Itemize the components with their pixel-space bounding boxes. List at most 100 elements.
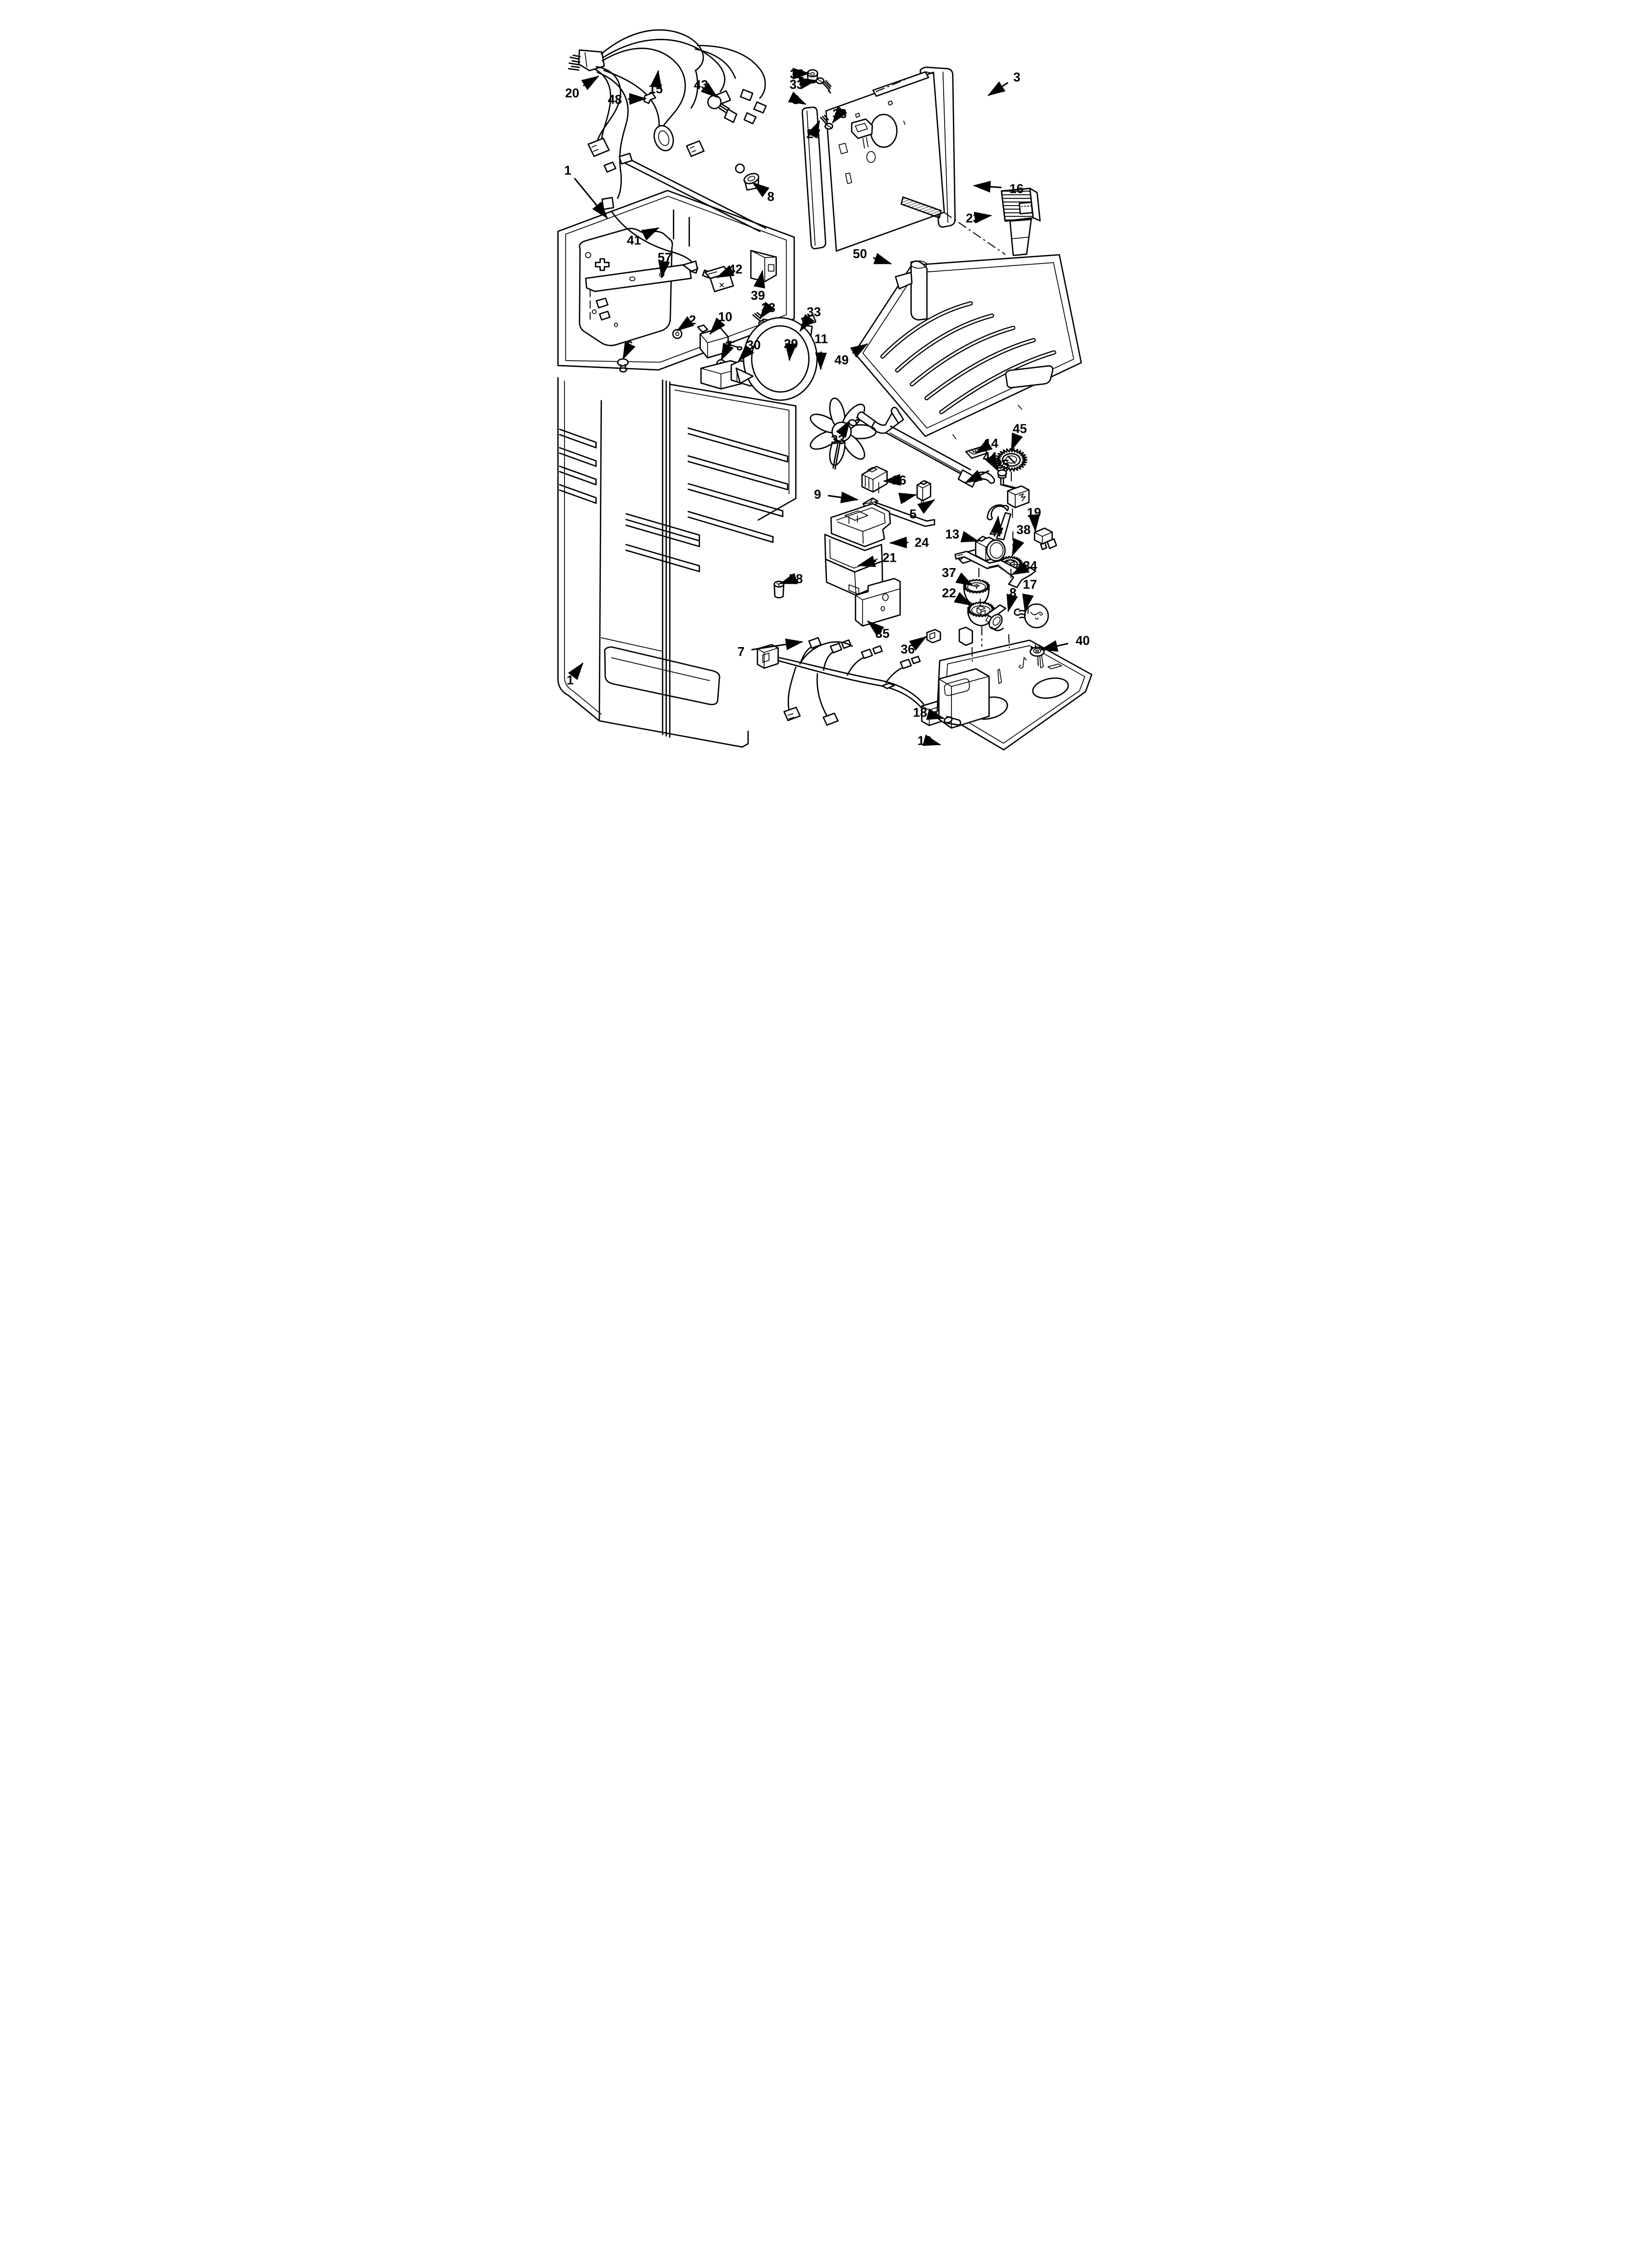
callout-26-34: 26	[883, 473, 906, 488]
leader-arrow	[987, 81, 1008, 96]
callout-8-50: 8	[1006, 585, 1018, 612]
drain-plug-58	[773, 580, 785, 599]
part-number-35: 35	[875, 626, 890, 641]
callout-33-28: 33	[831, 419, 850, 447]
callout-10-20: 10	[709, 309, 732, 335]
part-number-13: 13	[945, 527, 959, 542]
part-number-24: 24	[915, 535, 929, 549]
callout-43-2: 43	[694, 77, 718, 98]
callout-13-38: 13	[945, 527, 979, 543]
timer-cup-22	[967, 601, 995, 626]
leader-arrow	[574, 178, 608, 219]
part-number-41: 41	[627, 233, 641, 248]
part-number-26: 26	[892, 473, 906, 488]
part-number-34: 34	[1023, 558, 1037, 573]
part-number-10: 10	[718, 309, 732, 324]
fill-chute-50	[895, 260, 928, 321]
part-number-30: 30	[746, 338, 761, 352]
part-number-45: 45	[1013, 421, 1027, 436]
part-number-18: 18	[913, 705, 927, 720]
callout-45-31: 45	[1011, 421, 1027, 451]
leader-arrow	[827, 491, 859, 503]
part-number-38: 38	[1017, 522, 1031, 537]
leader-arrow	[964, 469, 989, 483]
callout-34-44: 34	[1011, 558, 1037, 575]
damper-motor-13	[954, 512, 1011, 566]
part-number-9: 9	[814, 487, 821, 502]
part-number-29: 29	[784, 336, 798, 351]
callout-4-35: 4	[898, 491, 917, 505]
light-bulb-17	[1014, 603, 1049, 628]
callout-50-12: 50	[853, 246, 892, 264]
leader-arrow	[799, 314, 815, 332]
leader-arrow	[917, 499, 935, 514]
defrost-timer-knob-45	[995, 447, 1028, 472]
callout-39-17: 39	[751, 270, 766, 303]
leader-arrow	[922, 734, 941, 746]
rear-panel-assembly	[801, 66, 1006, 255]
part-number-20: 20	[565, 85, 579, 100]
part-number-21: 21	[882, 550, 897, 565]
part-number-36: 36	[901, 642, 915, 656]
evaporator-fan	[810, 397, 877, 470]
callout-7-54: 7	[738, 638, 803, 659]
leader-arrow	[1011, 562, 1030, 575]
part-number-22: 22	[942, 586, 956, 600]
callout-23-11: 23	[966, 210, 992, 225]
leader-arrow	[751, 182, 770, 198]
callout-1-56: 1	[566, 662, 584, 687]
callout-8-18: 8	[751, 182, 774, 204]
part-number-15: 15	[649, 81, 663, 96]
leader-arrow	[751, 638, 803, 651]
callout-33-5: 33	[790, 77, 818, 92]
callout-38-43: 38	[1011, 522, 1031, 557]
callout-15-1: 15	[649, 70, 663, 96]
leader-arrow	[990, 516, 1002, 534]
callout-48-3: 48	[608, 92, 647, 107]
leader-arrow	[658, 260, 670, 279]
callout-37-45: 37	[942, 565, 974, 586]
back-vent-slats	[625, 513, 700, 573]
leader-arrow	[873, 253, 892, 264]
leader-arrow	[1011, 432, 1023, 451]
leader-arrow	[832, 105, 847, 124]
part-number-49: 49	[835, 353, 849, 367]
leader-arrow	[1011, 538, 1025, 557]
callout-2-21: 2	[720, 338, 734, 362]
callout-19-42: 19	[1027, 505, 1041, 532]
leader-arrow	[985, 453, 999, 472]
part-number-16: 16	[1009, 182, 1024, 196]
leader-arrow	[716, 265, 735, 278]
screw-33-panel	[820, 114, 833, 130]
leader-arrow	[779, 573, 798, 584]
shelf-ribs	[688, 427, 789, 543]
left-vent-slats	[559, 428, 597, 504]
leader-arrow	[850, 343, 869, 358]
leader-arrow	[650, 70, 662, 88]
leader-arrow	[909, 636, 927, 651]
lamp-socket-8	[985, 604, 1006, 631]
callout-24-39: 24	[889, 535, 929, 549]
callout-3-7: 3	[788, 91, 807, 107]
callout-22-46: 22	[942, 586, 972, 606]
callout-3-6: 3	[987, 70, 1021, 96]
leader-arrow	[867, 620, 885, 636]
callout-17-49: 17	[1022, 577, 1037, 612]
freezer-liner-upper	[557, 153, 818, 401]
part-number-33: 33	[761, 300, 775, 315]
part-number-4: 4	[900, 491, 907, 505]
capsule-18	[944, 716, 961, 726]
leader-arrow	[676, 316, 694, 332]
cover-plate-35	[855, 578, 901, 627]
part-number-42: 42	[728, 262, 743, 277]
leader-arrow	[974, 211, 992, 224]
callout-33-25: 33	[759, 300, 775, 319]
part-number-58: 58	[789, 572, 803, 586]
callout-44-33: 44	[983, 449, 999, 472]
clip-36	[926, 629, 941, 644]
leader-arrow	[785, 343, 797, 362]
callout-58-55: 58	[779, 572, 803, 586]
leader-arrow	[898, 493, 917, 504]
part-number-27: 27	[806, 127, 821, 141]
